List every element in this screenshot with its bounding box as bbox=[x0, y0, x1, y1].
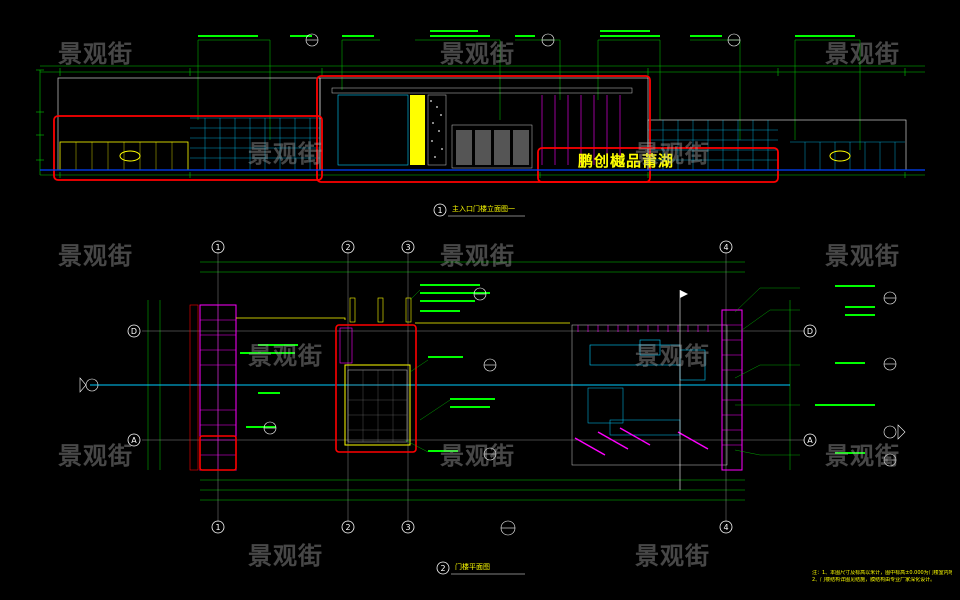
axis-col-1-bottom: 1 bbox=[215, 523, 220, 532]
plan-grid-axis-labels: 1 2 3 4 1 2 3 4 D A D A bbox=[127, 240, 817, 534]
elevation-central-gate bbox=[319, 77, 649, 171]
watermark-11: 景观街 bbox=[58, 442, 133, 470]
plan-central-building bbox=[335, 297, 570, 453]
axis-col-2-top: 2 bbox=[345, 243, 350, 252]
axis-col-1-top: 1 bbox=[215, 243, 220, 252]
plan-drawing bbox=[79, 252, 906, 536]
section-marker-icons bbox=[79, 377, 906, 440]
left-logo-icon bbox=[119, 150, 141, 162]
watermark-4: 景观街 bbox=[248, 140, 323, 168]
drawing2-title: 门楼平面图 bbox=[455, 563, 490, 571]
plan-dimension-lines bbox=[147, 261, 791, 501]
watermark-14: 景观街 bbox=[248, 542, 323, 570]
watermark-1: 景观街 bbox=[58, 40, 133, 68]
entrance-sign-text: 鹏创樾品莆湖 bbox=[578, 152, 675, 170]
axis-col-3-top: 3 bbox=[405, 243, 410, 252]
elevation-annotation-texts bbox=[198, 30, 855, 37]
watermark-3: 景观街 bbox=[825, 40, 900, 68]
drawing1-title: 主入口门楼立面图一 bbox=[452, 205, 515, 213]
drawing-title-markers: 1 2 bbox=[433, 203, 525, 575]
axis-row-a-right: A bbox=[807, 436, 813, 445]
watermark-9: 景观街 bbox=[248, 342, 323, 370]
axis-col-4-bottom: 4 bbox=[723, 523, 728, 532]
watermark-10: 景观街 bbox=[635, 342, 710, 370]
note-line-2: 2、门楼结构详图见结施，膜结构由专业厂家深化设计。 bbox=[812, 577, 936, 583]
elevation-leader-lines bbox=[197, 39, 861, 150]
watermark-8: 景观街 bbox=[825, 242, 900, 270]
watermark-7: 景观街 bbox=[440, 242, 515, 270]
general-notes: 注：1、本图尺寸及标高以米计，图中标高±0.000为门楼室内地坪标高16.75。… bbox=[812, 570, 952, 584]
axis-row-d-right: D bbox=[807, 327, 813, 336]
watermark-5: 景观街 bbox=[635, 140, 710, 168]
axis-col-4-top: 4 bbox=[723, 243, 728, 252]
axis-col-3-bottom: 3 bbox=[405, 523, 410, 532]
elevation-callout-circles bbox=[305, 33, 741, 47]
elevation-red-highlights bbox=[53, 75, 779, 183]
plan-right-area bbox=[571, 290, 743, 490]
watermark-6: 景观街 bbox=[58, 242, 133, 270]
note-line-1: 注：1、本图尺寸及标高以米计，图中标高±0.000为门楼室内地坪标高16.75。 bbox=[812, 570, 952, 576]
right-logo-icon bbox=[829, 150, 851, 162]
plan-annotation-texts bbox=[240, 284, 875, 454]
plan-leader-lines bbox=[404, 287, 800, 456]
axis-col-2-bottom: 2 bbox=[345, 523, 350, 532]
drawing1-number: 1 bbox=[437, 206, 442, 215]
plan-axis-lines bbox=[142, 252, 805, 522]
drawing2-number: 2 bbox=[440, 564, 445, 573]
watermark-13: 景观街 bbox=[825, 442, 900, 470]
plan-left-wall bbox=[189, 304, 346, 471]
watermark-2: 景观街 bbox=[440, 40, 515, 68]
watermark-12: 景观街 bbox=[440, 442, 515, 470]
axis-row-d-left: D bbox=[131, 327, 137, 336]
axis-row-a-left: A bbox=[131, 436, 137, 445]
plan-callout-circles bbox=[263, 287, 897, 536]
elevation-drawing bbox=[36, 30, 925, 183]
watermark-15: 景观街 bbox=[635, 542, 710, 570]
